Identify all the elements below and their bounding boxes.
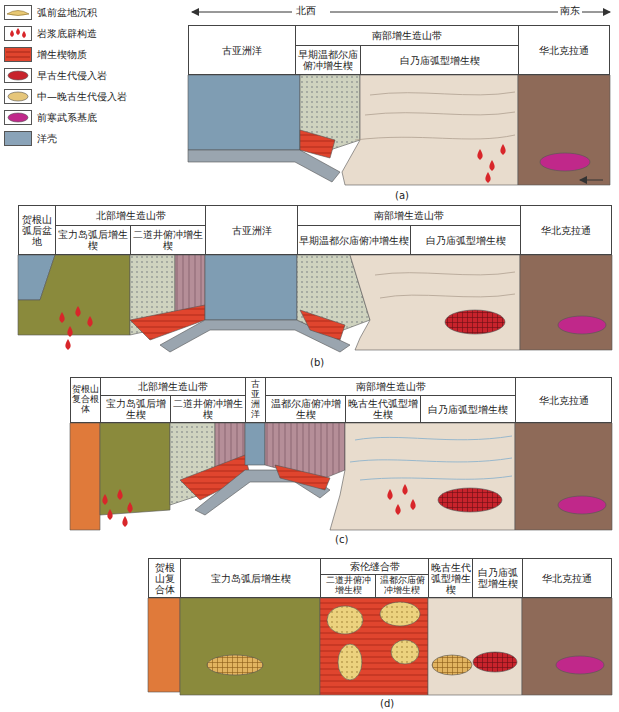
cell-text: 古亚洲洋	[232, 225, 272, 236]
header-cell: 晚古生代弧型增生楔	[345, 395, 421, 423]
legend-row: 早古生代侵入岩	[4, 68, 107, 83]
cell-text: 北部增生造山带	[138, 381, 208, 392]
legend-text: 洋壳	[37, 133, 57, 144]
cell-text: 晚古生代弧型增生楔	[430, 562, 471, 595]
cell-text: 早期温都尔庙俯冲增生楔	[297, 49, 359, 71]
header-cell: 贺根山复合根体	[70, 377, 101, 423]
cell-text: 北部增生造山带	[96, 210, 166, 221]
header-cell: 早期温都尔庙俯冲增生楔	[295, 45, 361, 75]
header-cell: 晚古生代弧型增生楔	[428, 558, 473, 598]
cell-text: 温都尔庙俯冲增生楔	[267, 398, 344, 420]
cell-text: 二道井俯冲增生楔	[172, 398, 244, 420]
header-cell: 宝力岛弧后增生楔	[180, 558, 321, 598]
panel-label: (b)	[308, 357, 326, 368]
legend-swatch	[4, 131, 32, 146]
legend-text: 前寒武系基底	[37, 112, 97, 123]
header-cell: 白乃庙弧型增生楔	[410, 225, 521, 255]
legend-text: 岩浆底辟构造	[37, 28, 97, 39]
legend-text: 增生楔物质	[37, 49, 87, 60]
cell-text: 索伦缝合带	[350, 561, 400, 572]
legend-swatch	[4, 68, 32, 83]
legend-swatch	[4, 47, 32, 62]
cell-text: 华北克拉通	[539, 395, 589, 406]
header-cell: 二道井俯冲增生楔	[320, 574, 376, 598]
header-cell: 白乃庙弧型增生楔	[472, 558, 523, 598]
panel-label: (d)	[378, 698, 396, 709]
legend-text: 弧前盆地沉积	[37, 7, 97, 18]
panel-label: (a)	[393, 190, 411, 201]
direction-label: 南东	[558, 5, 582, 16]
header-cell: 温都尔庙俯冲增生楔	[375, 574, 429, 598]
legend-swatch	[4, 5, 32, 20]
direction-label: 北西	[294, 5, 318, 16]
header-cell: 早期温都尔庙俯冲增生楔	[297, 225, 411, 255]
cell-text: 南部增生造山带	[356, 381, 426, 392]
header-cell: 宝力岛弧后增生楔	[55, 225, 131, 255]
belt-group-cell: 南部增生造山带早期温都尔庙俯冲增生楔 白乃庙弧型增生楔	[295, 25, 519, 75]
header-cell: 华北克拉通	[518, 25, 610, 75]
panel-label: (c)	[333, 534, 350, 545]
cell-text: 宝力岛弧后增生楔	[57, 229, 129, 251]
legend-swatch	[4, 89, 32, 104]
cell-text: 晚古生代弧型增生楔	[347, 398, 419, 420]
header-cell: 二道井俯冲增生楔	[130, 225, 206, 255]
legend-row: 中—晚古生代侵入岩	[4, 89, 127, 104]
cell-text: 华北克拉通	[542, 573, 592, 584]
legend-row: 增生楔物质	[4, 47, 87, 62]
legend-text: 早古生代侵入岩	[37, 70, 107, 81]
header-cell: 古亚洲洋	[188, 25, 296, 75]
legend-row: 岩浆底辟构造	[4, 26, 97, 41]
header-cell: 白乃庙弧型增生楔	[360, 45, 519, 75]
belt-group-cell: 南部增生造山带早期温都尔庙俯冲增生楔 白乃庙弧型增生楔	[297, 205, 521, 255]
belt-group-cell: 北部增生造山带宝力岛弧后增生楔二道井俯冲增生楔	[55, 205, 206, 255]
cell-text: 白乃庙弧型增生楔	[426, 235, 506, 246]
header-cell: 二道井俯冲增生楔	[170, 395, 246, 423]
cell-text: 贺根山复合根体	[72, 385, 99, 415]
cell-text: 宝力岛弧后增生楔	[102, 398, 169, 420]
cell-text: 白乃庙弧型增生楔	[428, 404, 508, 415]
legend-swatch	[4, 110, 32, 125]
belt-group-cell: 南部增生造山带温都尔庙俯冲增生楔晚古生代弧型增生楔白乃庙弧型增生楔	[265, 377, 516, 423]
cell-text: 古亚洲洋	[222, 45, 262, 56]
header-cell: 古亚洲洋	[205, 205, 298, 255]
cell-text: 温都尔庙俯冲增生楔	[377, 576, 427, 596]
legend-row: 弧前盆地沉积	[4, 5, 97, 20]
header-cell: 贺根山复合体	[148, 558, 181, 598]
cell-text: 二道井俯冲增生楔	[132, 229, 204, 251]
cell-text: 南部增生造山带	[372, 30, 442, 41]
header-cell: 华北克拉通	[520, 205, 612, 255]
cell-text: 白乃庙弧型增生楔	[474, 567, 521, 589]
cell-text: 贺根山复合体	[150, 562, 179, 595]
belt-group-cell: 索伦缝合带二道井俯冲增生楔温都尔庙俯冲增生楔	[320, 558, 429, 598]
legend-row: 洋壳	[4, 131, 57, 146]
header-cell: 古亚洲洋	[245, 377, 266, 423]
cell-text: 二道井俯冲增生楔	[322, 576, 374, 596]
cell-text: 南部增生造山带	[374, 210, 444, 221]
cell-text: 宝力岛弧后增生楔	[211, 573, 291, 584]
belt-group-cell: 北部增生造山带宝力岛弧后增生楔二道井俯冲增生楔	[100, 377, 246, 423]
cell-text: 贺根山弧后盆地	[20, 214, 54, 247]
legend-swatch	[4, 26, 32, 41]
header-cell: 白乃庙弧型增生楔	[420, 395, 516, 423]
header-cell: 温都尔庙俯冲增生楔	[265, 395, 346, 423]
header-cell: 华北克拉通	[515, 377, 612, 423]
cell-text: 早期温都尔庙俯冲增生楔	[299, 235, 409, 246]
cell-text: 古亚洲洋	[247, 380, 264, 420]
cell-text: 华北克拉通	[539, 45, 589, 56]
legend-row: 前寒武系基底	[4, 110, 97, 125]
legend-text: 中—晚古生代侵入岩	[37, 91, 127, 102]
cell-text: 白乃庙弧型增生楔	[400, 55, 480, 66]
header-cell: 宝力岛弧后增生楔	[100, 395, 171, 423]
cell-text: 华北克拉通	[541, 225, 591, 236]
header-cell: 贺根山弧后盆地	[18, 205, 56, 255]
header-cell: 华北克拉通	[522, 558, 612, 598]
